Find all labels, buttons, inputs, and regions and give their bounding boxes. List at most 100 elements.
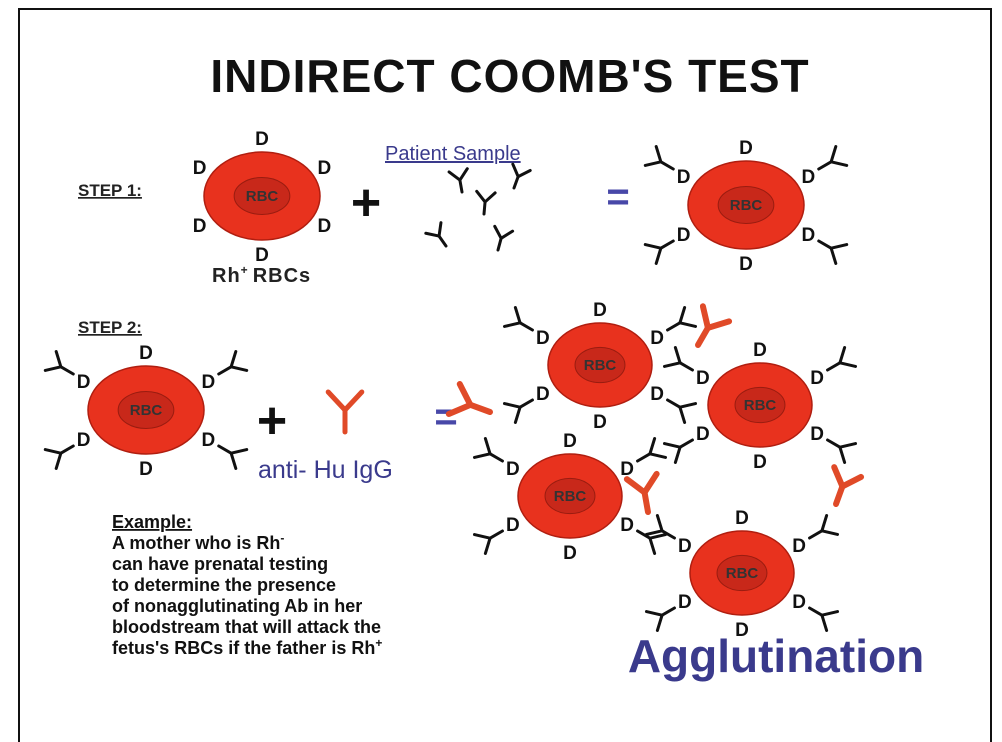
bound-antibody-icon [474,439,507,471]
d-antigen-label: D [506,515,520,536]
d-antigen-label: D [77,430,91,451]
bound-antibody-icon [504,308,537,340]
patient-antibody-icon [475,191,495,215]
equals-sign-step2: = [434,395,457,439]
d-antigen-label: D [801,167,815,188]
d-antigen-label: D [810,368,824,389]
anti-hu-igg-label: anti- Hu IgG [258,456,393,484]
example-line: of nonagglutinating Ab in her [112,596,362,616]
example-heading: Example: [112,512,192,532]
patient-antibody-icon [426,223,454,252]
anti-igg-icon [823,467,861,509]
d-antigen-label: D [193,158,207,179]
d-antigen-label: D [677,167,691,188]
equals-sign-step1: = [606,175,629,219]
d-antigen-label: D [506,459,520,480]
d-antigen-label: D [201,372,215,393]
d-antigen-label: D [620,515,634,536]
example-line: fetus's RBCs if the father is Rh+ [112,636,382,658]
rbc-label: RBC [726,565,759,582]
d-antigen-label: D [563,543,577,564]
example-text: Example: A mother who is Rh- can have pr… [112,512,382,658]
rbc-label: RBC [744,397,777,414]
d-antigen-label: D [696,368,710,389]
bound-antibody-icon [213,352,246,384]
rbc-cell: RBC D D D D D D [77,343,215,480]
d-antigen-label: D [735,508,749,529]
d-antigen-label: D [650,328,664,349]
example-line: bloodstream that will attack the [112,617,381,637]
d-antigen-label: D [317,158,331,179]
rbc-label: RBC [130,402,163,419]
d-antigen-label: D [650,384,664,405]
bound-antibody-icon [45,437,78,469]
example-line: to determine the presence [112,575,336,595]
example-line: A mother who is Rh- [112,531,284,553]
bound-antibody-icon [804,599,837,631]
bound-antibody-icon [662,391,695,423]
patient-antibody-icon [449,169,471,194]
bound-antibody-icon [632,439,665,471]
d-antigen-label: D [792,592,806,613]
agglutination-label: Agglutination [628,630,924,682]
d-antigen-label: D [317,216,331,237]
bound-antibody-icon [664,348,697,380]
bound-antibody-icon [504,391,537,423]
bound-antibody-icon [822,348,855,380]
bound-antibody-icon [804,516,837,548]
rbc-cell: RBCDDDDDD [536,300,664,433]
d-antigen-label: D [563,431,577,452]
d-antigen-label: D [792,536,806,557]
rbc-label: RBC [554,488,587,505]
d-antigen-label: D [810,424,824,445]
diagram-title: INDIRECT COOMB'S TEST [210,50,809,102]
patient-antibody-icon [505,164,530,191]
d-antigen-label: D [201,430,215,451]
d-antigen-label: D [139,459,153,480]
d-antigen-label: D [696,424,710,445]
d-antigen-label: D [255,245,269,266]
d-antigen-label: D [677,225,691,246]
d-antigen-label: D [593,300,607,321]
d-antigen-label: D [77,372,91,393]
rbc-cell: RBC D D D D D D [678,508,806,641]
d-antigen-label: D [255,129,269,150]
rbc-label: RBC [246,188,279,205]
patient-antibody-icon [489,226,513,252]
rbc-label: RBC [730,197,763,214]
bound-antibody-icon [645,147,678,179]
rbc-cell: RBC D D D D D D [193,129,331,266]
d-antigen-label: D [801,225,815,246]
bound-antibody-icon [474,522,507,554]
bound-antibody-icon [664,431,697,463]
d-antigen-label: D [536,384,550,405]
bound-antibody-icon [646,599,679,631]
anti-igg-icon [627,474,663,515]
d-antigen-label: D [753,340,767,361]
step1-label: STEP 1: [78,181,142,200]
bound-antibody-icon [213,437,246,469]
d-antigen-label: D [536,328,550,349]
d-antigen-label: D [753,452,767,473]
rbc-cell: RBC D D D D D D [696,340,824,473]
d-antigen-label: D [739,138,753,159]
d-antigen-label: D [593,412,607,433]
d-antigen-label: D [193,216,207,237]
d-antigen-label: D [139,343,153,364]
d-antigen-label: D [678,592,692,613]
plus-sign-step2: + [257,392,287,450]
d-antigen-label: D [678,536,692,557]
bound-antibody-icon [813,147,846,179]
example-line: can have prenatal testing [112,554,328,574]
rh-positive-rbcs-label: Rh+RBCs [212,263,311,287]
anti-igg-icon [328,392,362,432]
bound-antibody-icon [662,308,695,340]
d-antigen-label: D [735,620,749,641]
bound-antibody-icon [45,352,78,384]
plus-sign-step1: + [351,174,381,232]
step2-label: STEP 2: [78,318,142,337]
anti-igg-icon [685,306,729,352]
bound-antibody-icon [645,232,678,264]
